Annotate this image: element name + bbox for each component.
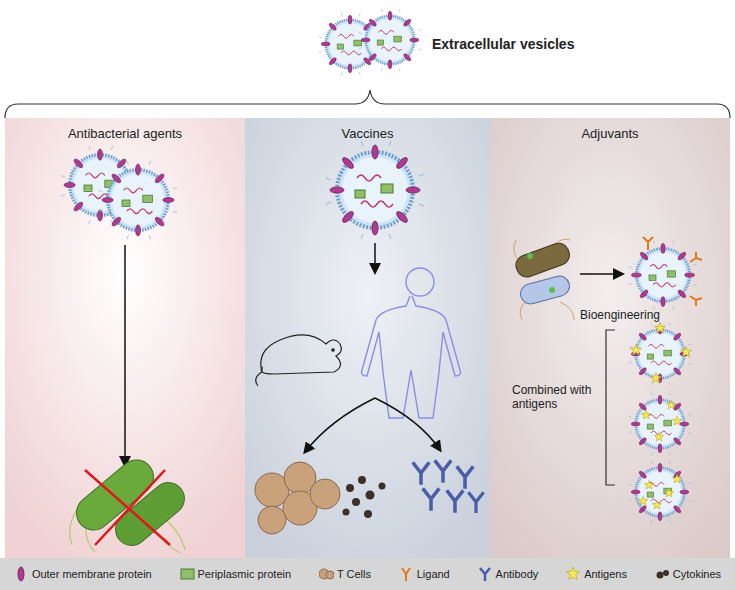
legend-text: Cytokines xyxy=(673,568,721,580)
legend-item: Cytokines xyxy=(655,566,721,582)
panel-title: Antibacterial agents xyxy=(5,126,245,141)
legend-swatch xyxy=(655,566,670,582)
legend-item: Periplasmic protein xyxy=(180,566,292,582)
legend-item: Antigens xyxy=(566,566,627,582)
legend-text: Ligand xyxy=(417,568,450,580)
legend-swatch xyxy=(478,566,493,582)
panel-title: Adjuvants xyxy=(490,126,730,141)
legend-item: T Cells xyxy=(319,566,371,582)
legend-bar: Outer membrane protein Periplasmic protei… xyxy=(0,558,735,590)
legend-swatch xyxy=(319,566,334,582)
annotation-label: Bioengineering xyxy=(560,308,680,322)
legend-swatch xyxy=(14,566,29,582)
legend-text: Periplasmic protein xyxy=(198,568,292,580)
legend-swatch xyxy=(180,566,195,582)
legend-text: Antibody xyxy=(496,568,539,580)
legend-text: Outer membrane protein xyxy=(32,568,152,580)
legend-text: Antigens xyxy=(584,568,627,580)
legend-swatch xyxy=(566,566,581,582)
legend-item: Antibody xyxy=(478,566,539,582)
legend-text: T Cells xyxy=(337,568,371,580)
legend-item: Outer membrane protein xyxy=(14,566,152,582)
legend-swatch xyxy=(399,566,414,582)
legend-item: Ligand xyxy=(399,566,450,582)
diagram-title: Extracellular vesicles xyxy=(432,36,574,52)
annotation-label: Combined with antigens xyxy=(512,383,602,411)
panel-title: Vaccines xyxy=(245,126,490,141)
